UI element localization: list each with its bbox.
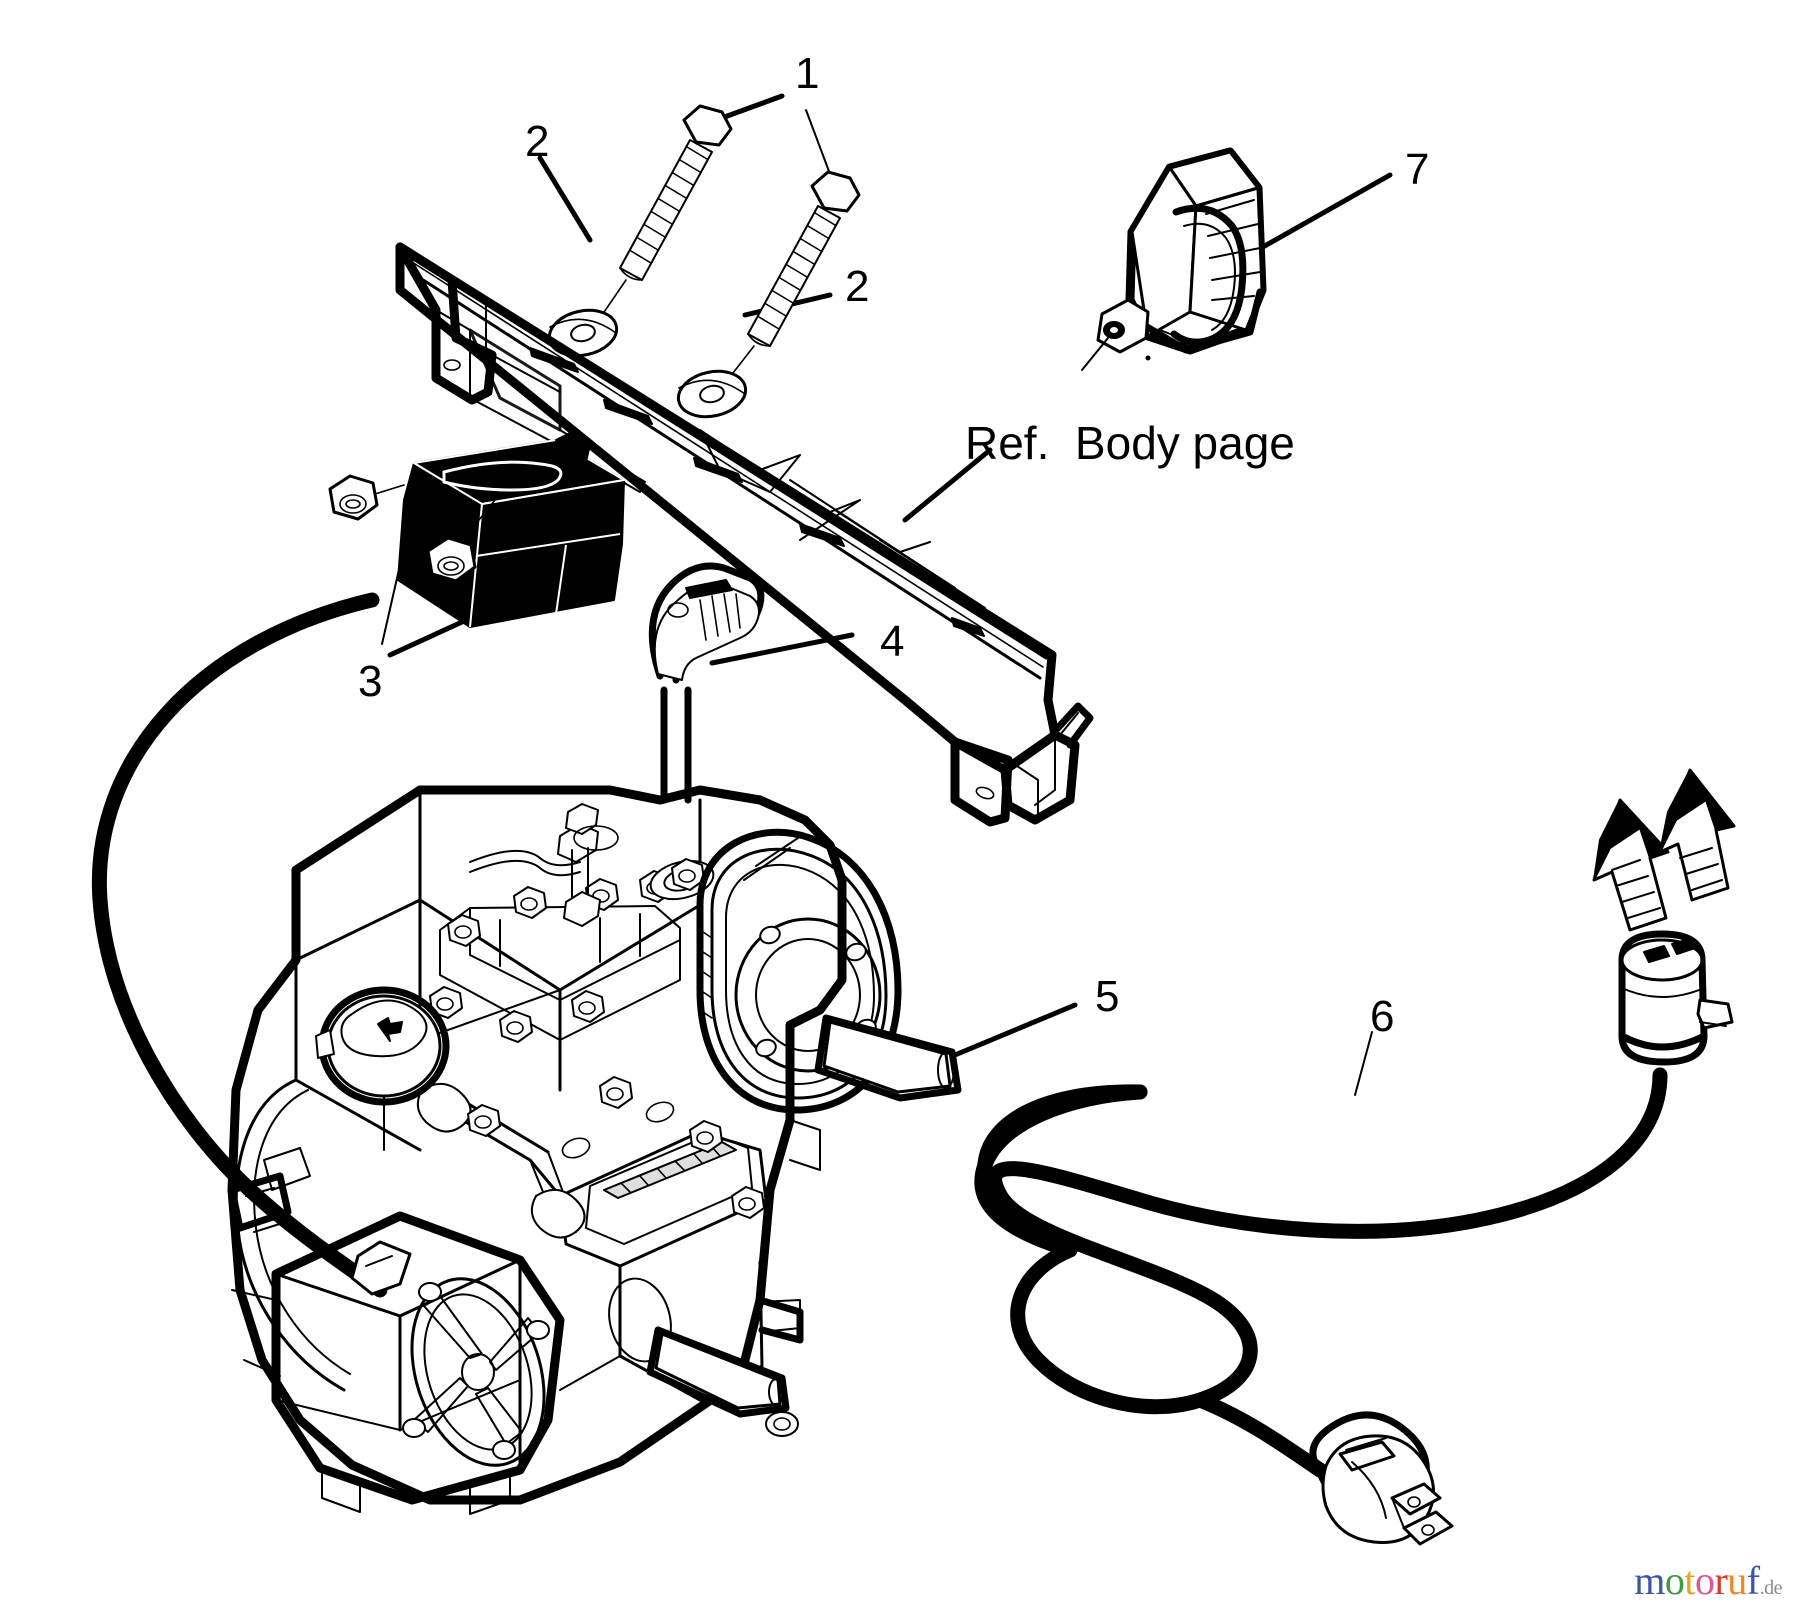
choke-knob [315,986,450,1151]
callout-label-4: 4 [880,617,905,666]
callout-label-1: 1 [795,49,820,98]
watermark-letter-t: t [1684,1558,1695,1603]
washer-right [676,369,748,419]
direction-arrows [1592,768,1736,932]
lock-nut-upper [328,474,405,521]
mounting-bracket [395,242,1094,827]
callout-label-2a: 2 [525,117,550,166]
watermark-letter-o1: o [1664,1558,1685,1603]
watermark-letter-u: u [1727,1558,1747,1603]
callout-label-5: 5 [1095,972,1120,1021]
callout-label-6: 6 [1370,992,1395,1041]
engine-assembly [91,592,962,1515]
electric-starter-motor [271,1211,565,1515]
watermark-letter-m: m [1634,1558,1665,1603]
ac-wall-plug [1309,1411,1454,1546]
watermark-letter-o2: o [1694,1558,1715,1603]
lock-nut-lower [426,499,496,583]
flywheel-housing [696,828,962,1114]
spark-plug-boot [648,562,765,804]
reference-note: Ref. Body page [965,417,1295,469]
starter-switch-cover [1081,147,1267,371]
screw-upper-left [599,104,733,319]
washer-left [547,308,619,358]
screw-upper-right [725,170,861,383]
watermark-suffix: .de [1759,1577,1783,1599]
cord-socket-connector [1618,930,1734,1066]
watermark-motoruf: motoruf.de [1634,1561,1782,1601]
callout-label-7: 7 [1405,145,1430,194]
watermark-letter-r: r [1714,1558,1728,1603]
callout-label-2b: 2 [845,262,870,311]
watermark-letter-f: f [1746,1558,1760,1603]
power-cord [974,1067,1668,1478]
callout-label-3: 3 [358,657,383,706]
starter-module [397,431,627,628]
